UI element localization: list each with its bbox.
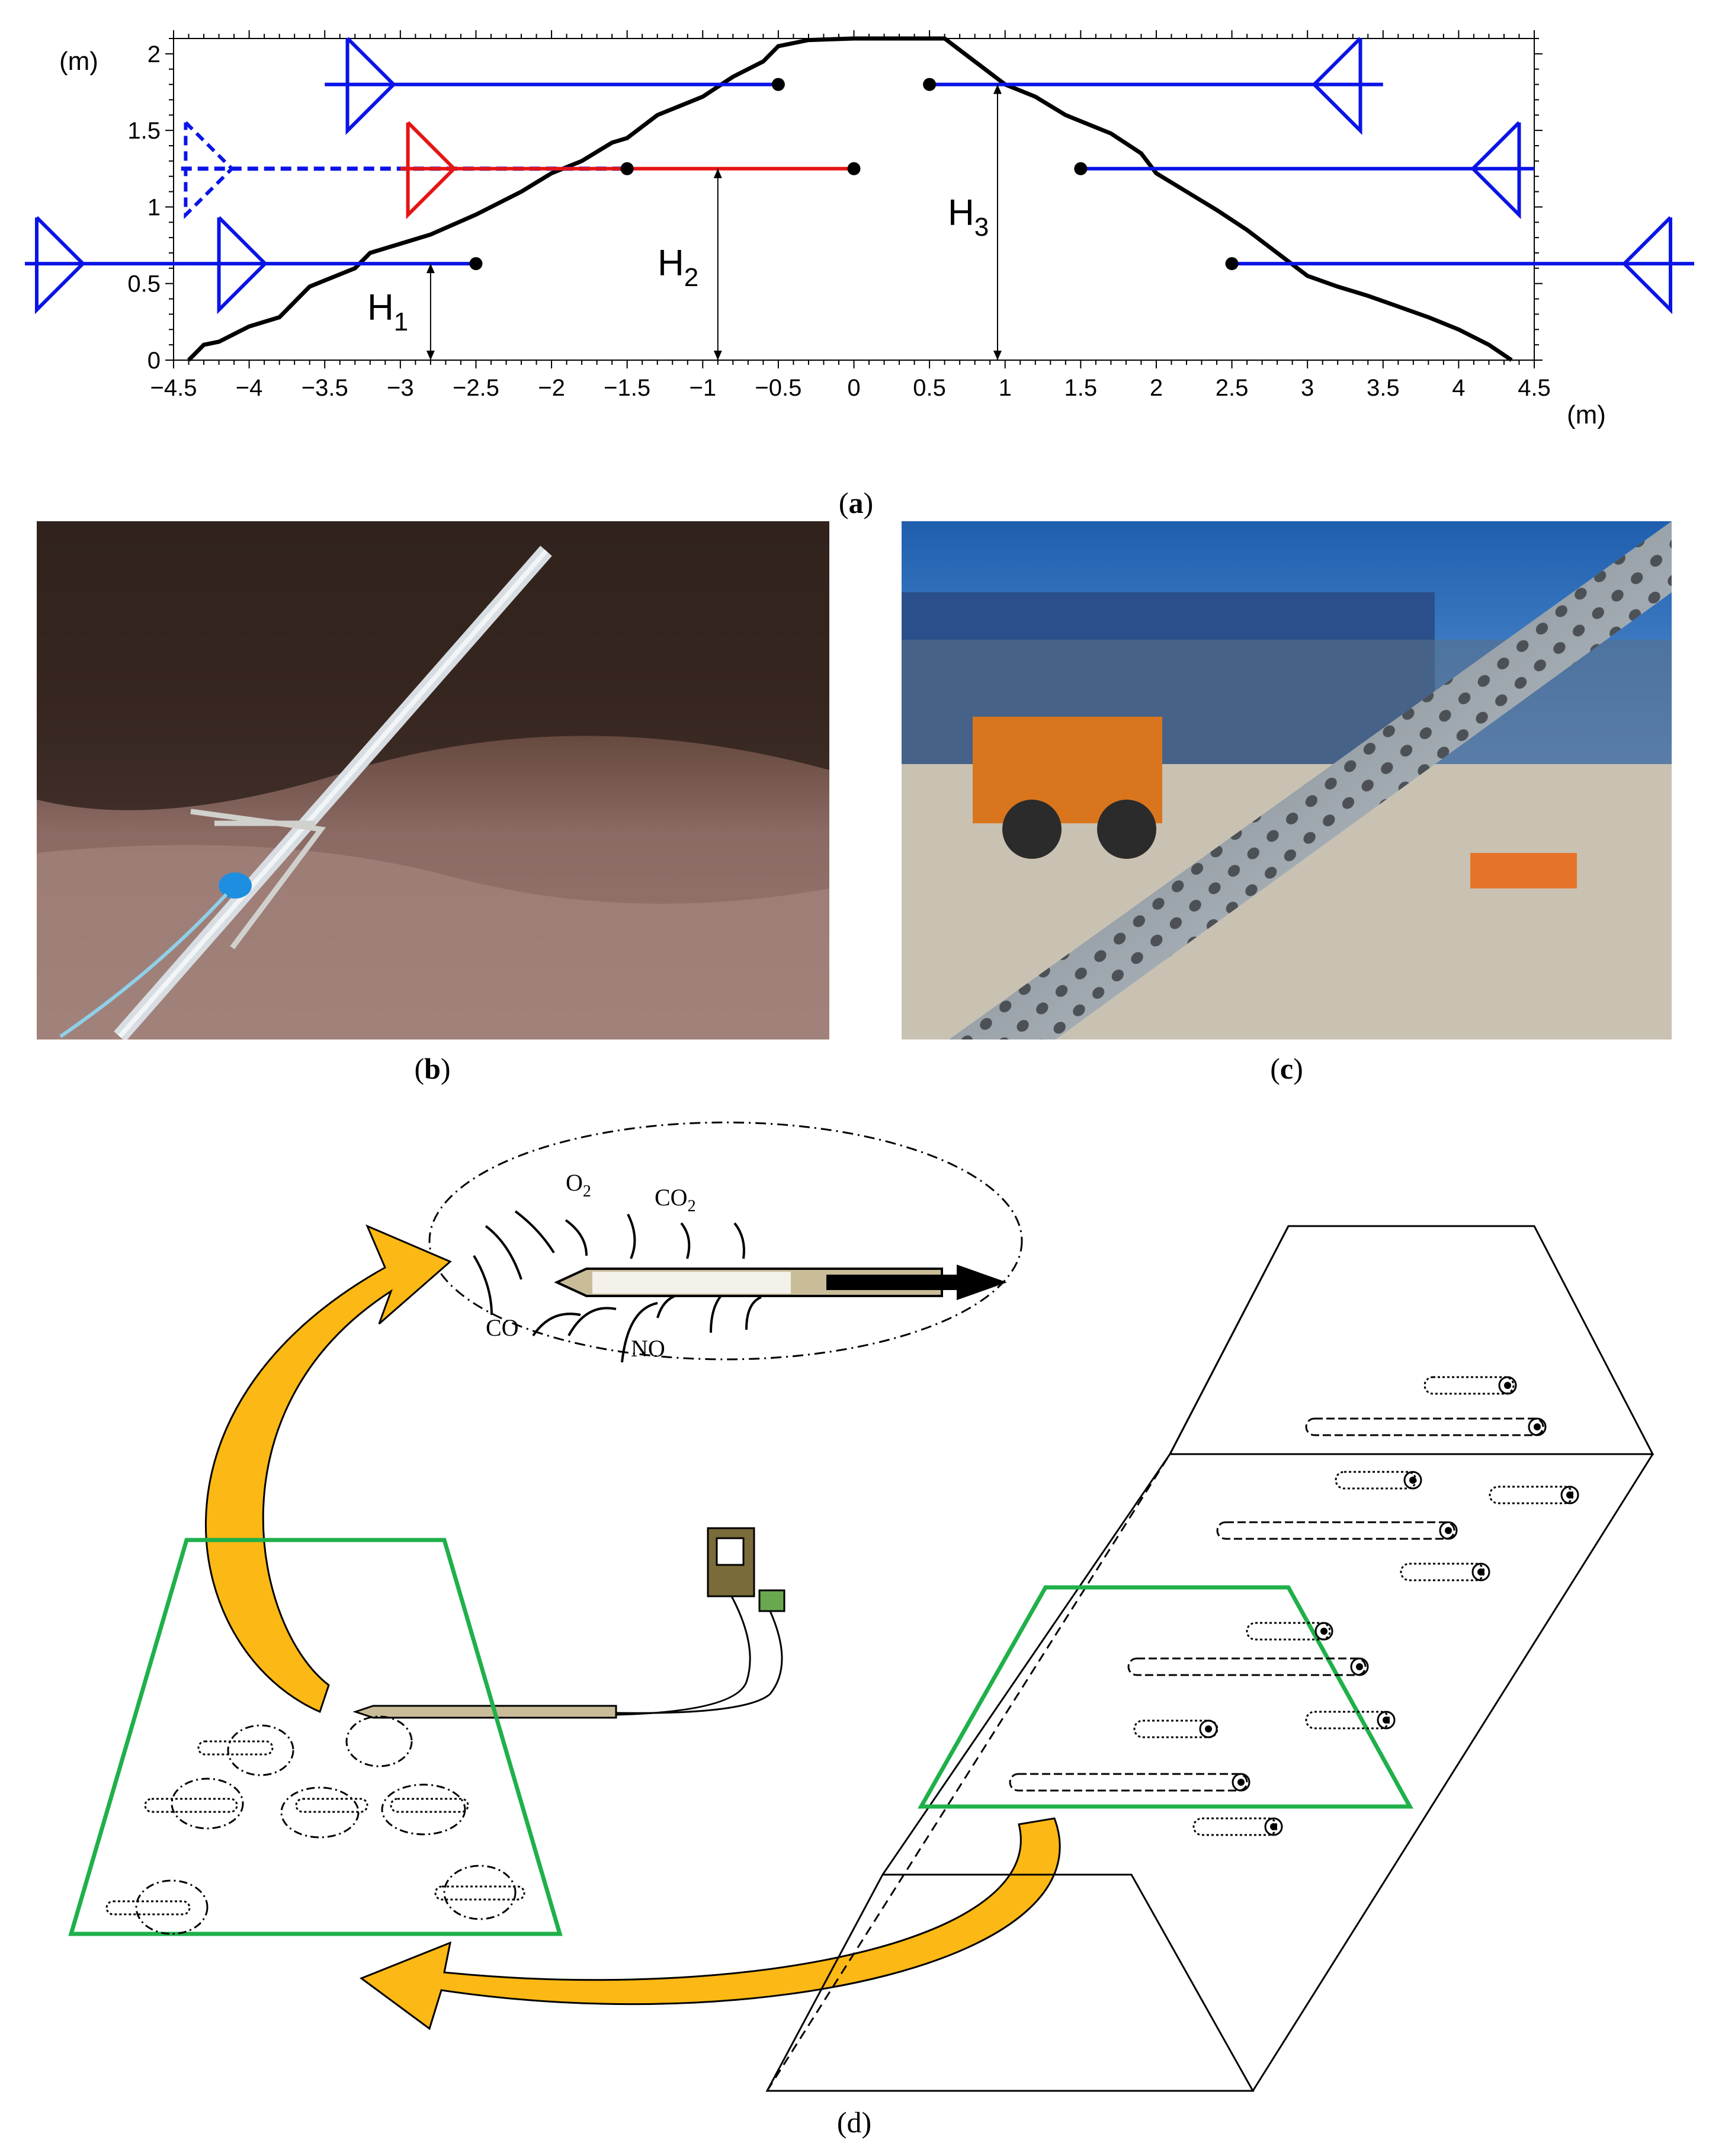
y-tick-label: 0.5 <box>127 271 161 297</box>
gas-o2-label: O2 <box>566 1169 591 1201</box>
probe-vane-right-low <box>1621 216 1672 315</box>
y-tick-label: 1 <box>148 194 161 220</box>
panel-d: O2 CO2 CO NO <box>0 1114 1709 2153</box>
probe-tip-dot <box>469 257 483 271</box>
gas-no-label: NO <box>631 1335 665 1362</box>
x-axis-unit: (m) <box>1567 400 1606 429</box>
x-tick-label: −4 <box>236 375 263 401</box>
x-tick-label: −1.5 <box>604 375 650 401</box>
caption-a: (a) <box>838 486 874 519</box>
x-tick-label: 3.5 <box>1367 375 1400 401</box>
y-tick-label: 2 <box>148 41 161 68</box>
pile-section-highlight <box>917 1585 1413 1809</box>
height-arrowhead-top <box>426 264 435 274</box>
photo-probe-in-compost <box>37 521 829 1040</box>
x-tick-label: 4.5 <box>1518 375 1551 401</box>
height-label-3: H3 <box>948 192 989 242</box>
probe-ends-right <box>1199 1376 1579 1836</box>
y-tick-label: 0 <box>148 348 161 374</box>
photo-perforated-pipe <box>902 521 1672 1040</box>
probe-vane-right-high <box>1312 37 1362 135</box>
probe-slots-left <box>105 1740 525 1916</box>
x-tick-label: 4 <box>1452 375 1465 401</box>
x-tick-label: 1 <box>999 375 1012 401</box>
height-arrowhead-bottom <box>993 351 1002 360</box>
x-tick-label: 3 <box>1301 375 1314 401</box>
x-tick-label: 0.5 <box>913 375 946 401</box>
probe-vane-right-mid <box>1470 121 1521 220</box>
x-tick-label: −1 <box>689 375 716 401</box>
probe-tip-dot <box>1225 257 1239 271</box>
x-tick-label: 2 <box>1150 375 1163 401</box>
height-label-1: H1 <box>367 287 408 336</box>
x-tick-label: −2 <box>538 375 565 401</box>
probe-vane-left-low <box>217 216 268 315</box>
pile-3d <box>765 1225 1655 2092</box>
x-tick-label: −0.5 <box>755 375 801 401</box>
sampling-diagram: O2 CO2 CO NO <box>68 1121 1655 2139</box>
x-tick-label: 1.5 <box>1064 375 1098 401</box>
probe-tip-dot <box>1074 162 1088 175</box>
probe-tip-dot <box>923 78 937 91</box>
probe-tip-dot <box>847 162 861 175</box>
pile-section-frame <box>68 1538 563 1936</box>
probe-tip-dot <box>771 78 785 91</box>
probe-vane-left-mid-previous <box>184 121 235 220</box>
y-tick-label: 1.5 <box>127 118 161 144</box>
probe-slots-right <box>1009 1376 1574 1836</box>
pile-profile-line <box>187 36 1513 362</box>
caption-d: (d) <box>837 2106 871 2139</box>
x-tick-label: −3 <box>387 375 414 401</box>
x-tick-label: 2.5 <box>1216 375 1249 401</box>
meter-sensor <box>758 1589 785 1612</box>
height-label-2: H2 <box>658 243 698 292</box>
y-axis-unit: (m) <box>59 47 98 76</box>
x-tick-label: −3.5 <box>302 375 348 401</box>
gas-flow-arrows <box>473 1210 762 1363</box>
hand-probe <box>352 1705 617 1719</box>
height-arrowhead-top <box>993 84 1002 94</box>
x-tick-label: 0 <box>847 375 860 401</box>
height-arrowhead-top <box>713 168 722 178</box>
caption-c: (c) <box>1270 1052 1303 1085</box>
x-tick-label: −4.5 <box>150 375 197 401</box>
probe-tip-dot <box>620 162 634 175</box>
probe-tube <box>554 1265 1007 1300</box>
gas-co-label: CO <box>486 1314 519 1341</box>
probe-vane-left-low-outer <box>35 216 86 315</box>
height-arrowhead-bottom <box>713 351 722 360</box>
probe-vane-left-mid-active <box>406 121 457 220</box>
pile-cross-section-chart: −4.5 −4 −3.5 −3 −2.5 −2 −1.5 −1 −0.5 0 0.5 1 1.5 2 2.5… <box>25 30 1694 429</box>
gas-co2-label: CO2 <box>655 1184 696 1215</box>
caption-b: (b) <box>414 1052 451 1085</box>
probe-vane-left-high <box>345 37 396 135</box>
orange-arrow-up <box>204 1224 452 1714</box>
panel-a: −4.5 −4 −3.5 −3 −2.5 −2 −1.5 −1 −0.5 0 0.5 1 1.5 2 2.5… <box>0 0 1709 519</box>
x-tick-label: −2.5 <box>453 375 499 401</box>
probe-holes-left <box>135 1715 517 1935</box>
orange-arrow-down <box>359 1817 1061 2030</box>
height-arrowhead-bottom <box>426 351 435 360</box>
